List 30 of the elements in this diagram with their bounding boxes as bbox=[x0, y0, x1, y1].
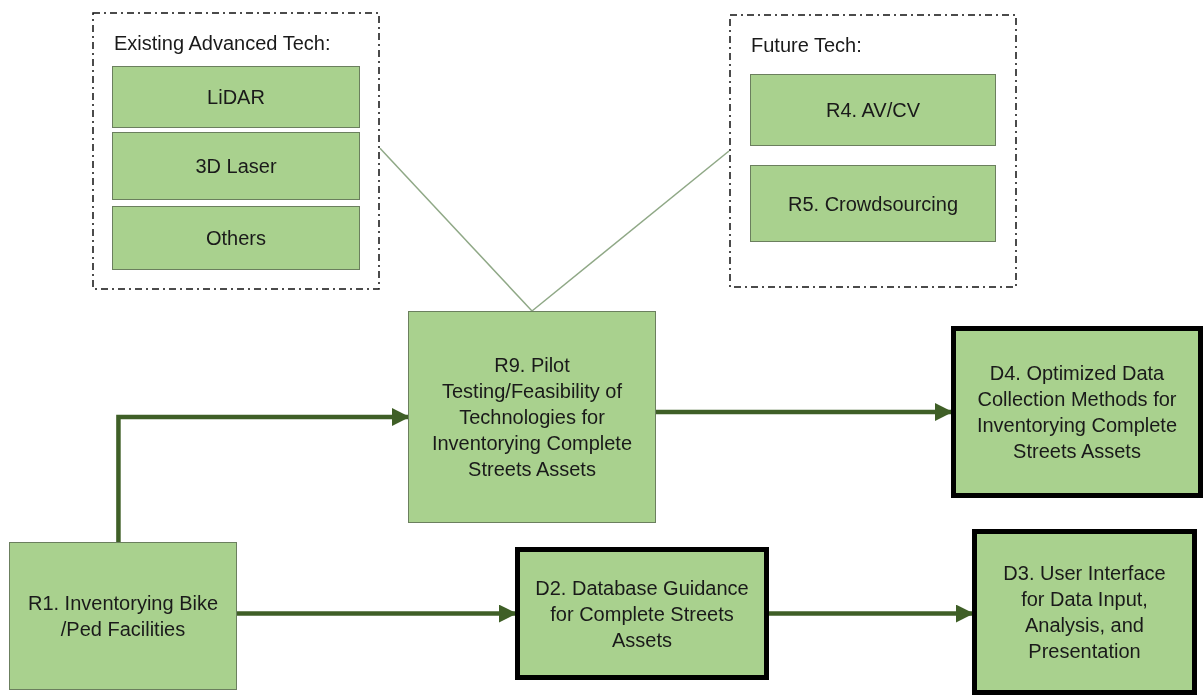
box-label: D3. User Interface for Data Input, Analysis, and Presentation bbox=[1002, 561, 1167, 664]
process-box bbox=[972, 529, 1197, 695]
group-heading: Future Tech: bbox=[751, 34, 862, 57]
box-label: 3D Laser bbox=[195, 154, 277, 179]
connector-line bbox=[531, 150, 730, 312]
arrow bbox=[769, 604, 974, 623]
box-label: R4. AV/CV bbox=[825, 98, 921, 123]
process-box bbox=[515, 547, 769, 680]
connector-line bbox=[379, 147, 533, 312]
box-label: R1. Inventorying Bike /Ped Facilities bbox=[26, 591, 220, 642]
box-label: D4. Optimized Data Collection Methods for Inventorying Complete Streets Assets bbox=[975, 361, 1179, 464]
process-box bbox=[750, 74, 996, 146]
process-box bbox=[112, 66, 360, 128]
box-label: R9. Pilot Testing/Feasibility of Technologies for Inventorying Complete Streets Assets bbox=[430, 353, 634, 482]
box-label: R5. Crowdsourcing bbox=[787, 191, 959, 217]
process-box bbox=[951, 326, 1203, 498]
process-box bbox=[408, 311, 656, 523]
process-box bbox=[112, 206, 360, 270]
box-label: Others bbox=[206, 226, 266, 251]
process-box bbox=[750, 165, 996, 242]
process-box bbox=[112, 132, 360, 200]
arrow bbox=[237, 604, 517, 623]
arrow bbox=[116, 408, 410, 542]
arrow bbox=[656, 403, 953, 421]
group-frame bbox=[92, 12, 380, 290]
group-frame bbox=[729, 14, 1017, 288]
box-label: D2. Database Guidance for Complete Streets Assets bbox=[534, 575, 750, 653]
group-heading: Existing Advanced Tech: bbox=[114, 32, 331, 55]
box-label: LiDAR bbox=[207, 85, 265, 110]
process-box bbox=[9, 542, 237, 690]
